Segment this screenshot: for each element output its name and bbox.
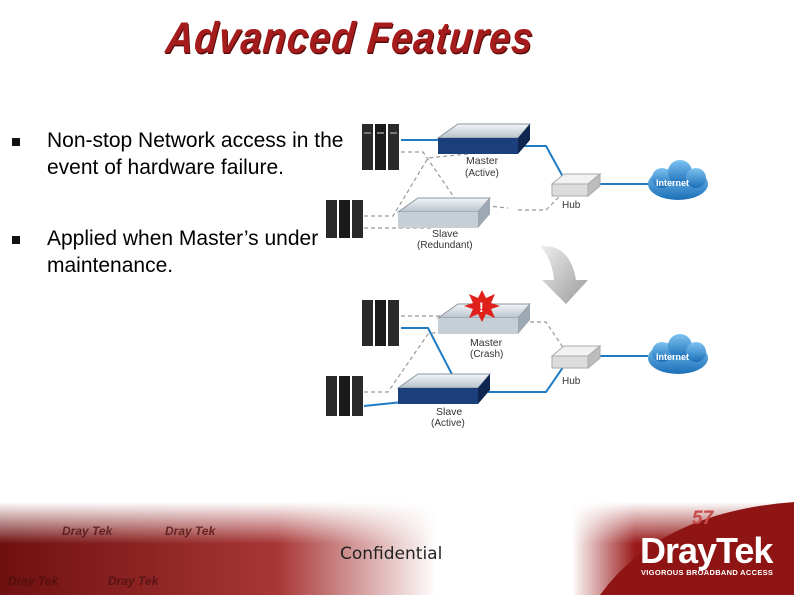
master-label: Master (466, 155, 499, 167)
master-state: (Active) (465, 168, 499, 179)
bullet-text-2: Applied when Master’s under maintenance. (47, 227, 319, 277)
server-rack-icon (326, 376, 363, 416)
hub-icon (550, 172, 602, 198)
master-router-icon (436, 123, 532, 154)
server-rack-icon (326, 200, 363, 238)
internet-label: Internet (656, 178, 689, 188)
top-scenario: Master (Active) Slave (Redundant) Hub In… (326, 123, 708, 251)
watermark-logo: Dray Tek (62, 524, 113, 538)
down-arrow-icon (540, 245, 588, 304)
internet-label: Internet (656, 352, 689, 362)
bullet-marker-2 (12, 236, 20, 244)
hub-label: Hub (562, 376, 581, 387)
watermark-logo: Dray Tek (165, 524, 216, 538)
watermark-logo: Dray Tek (8, 574, 59, 588)
master-label: Master (470, 337, 503, 349)
slave-router-icon (396, 373, 492, 404)
bullet-text-1: Non-stop Network access in the event of … (47, 129, 344, 179)
crash-icon: ! (464, 290, 500, 322)
internet-cloud-icon (648, 160, 708, 200)
watermark-logo: Dray Tek (108, 574, 159, 588)
draytek-logo: DrayTek (640, 530, 773, 571)
footer-band (0, 502, 794, 595)
master-state: (Crash) (470, 349, 503, 360)
confidential-label: Confidential (340, 544, 443, 564)
slave-router-icon (396, 197, 492, 228)
bullet-marker-1 (12, 138, 20, 146)
logo-tagline: VIGOROUS BROADBAND ACCESS (641, 568, 774, 577)
failover-diagram: Master (Active) Slave (Redundant) Hub In… (326, 123, 708, 429)
svg-text:!: ! (479, 299, 484, 315)
slave-label: Slave (432, 228, 458, 240)
slave-label: Slave (436, 406, 462, 418)
internet-cloud-icon (648, 334, 708, 374)
bottom-scenario: ! Master (Crash) Slave (Active) Hub Inte… (326, 290, 708, 429)
hub-label: Hub (562, 200, 581, 211)
slide-title: Advanced Features (164, 14, 537, 64)
hub-icon (550, 344, 602, 370)
server-rack-icon (362, 124, 399, 170)
slave-state: (Active) (431, 418, 465, 429)
server-rack-icon (362, 300, 399, 346)
page-number: 57 (692, 508, 714, 529)
slave-state: (Redundant) (417, 240, 473, 251)
